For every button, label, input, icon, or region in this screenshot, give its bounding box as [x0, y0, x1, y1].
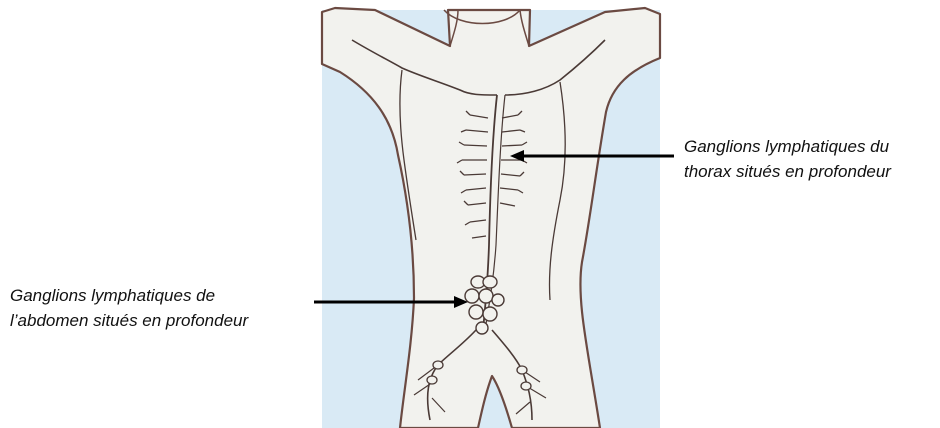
abdomen-label-line-1: Ganglions lymphatiques de [10, 283, 248, 308]
abdomen-label-line-2: l’abdomen situés en profondeur [10, 308, 248, 333]
thorax-label-line-1: Ganglions lymphatiques du [684, 134, 891, 159]
thorax-label-line-2: thorax situés en profondeur [684, 159, 891, 184]
thorax-nodes-label: Ganglions lymphatiques du thorax situés … [684, 134, 891, 184]
abdomen-nodes-label: Ganglions lymphatiques de l’abdomen situ… [10, 283, 248, 333]
